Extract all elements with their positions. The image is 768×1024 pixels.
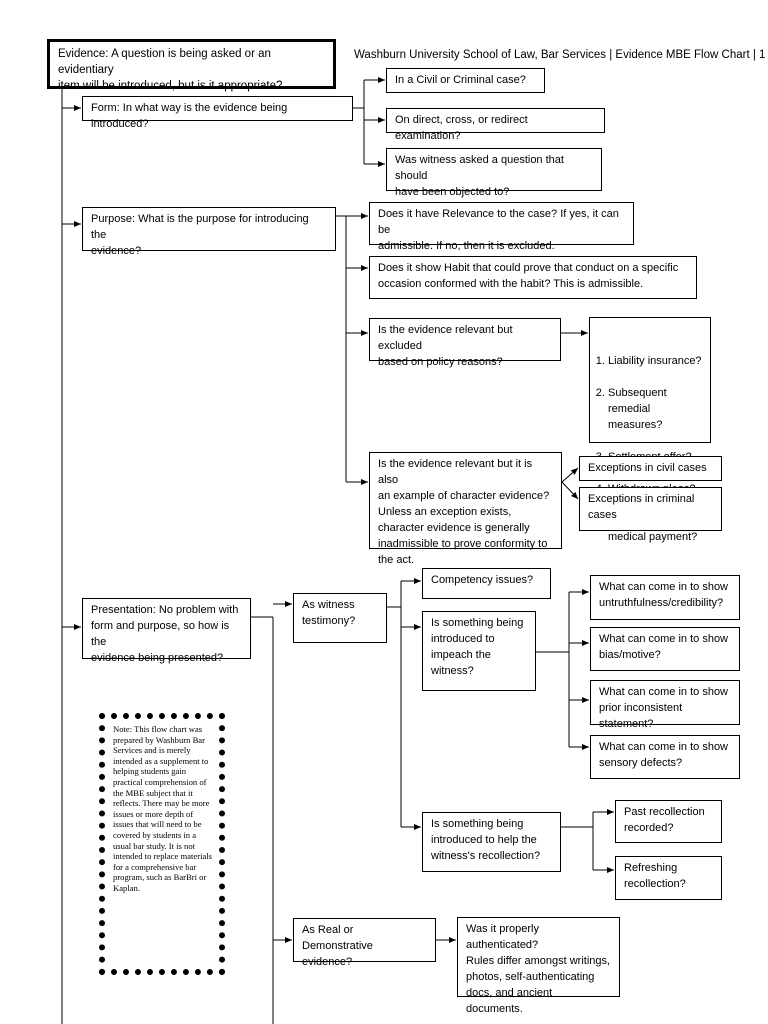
character-evidence-box: Is the evidence relevant but it is also … (369, 452, 562, 566)
impeach-box: Is something being introduced to impeach… (422, 611, 536, 691)
objection-question-box: Was witness asked a question that should… (386, 148, 602, 198)
authentication-box: Was it properly authenticated? Rules dif… (457, 917, 620, 1015)
presentation-box: Presentation: No problem with form and p… (82, 598, 251, 664)
prior-inconsistent-box: What can come in to show prior inconsist… (590, 680, 740, 730)
examination-type-box: On direct, cross, or redirect examinatio… (386, 108, 605, 142)
competency-box: Competency issues? (422, 568, 551, 599)
purpose-box: Purpose: What is the purpose for introdu… (82, 207, 336, 257)
page-header: Washburn University School of Law, Bar S… (354, 49, 766, 61)
disclaimer-note: Note: This flow chart was prepared by Wa… (99, 713, 225, 975)
policy-exclusion-box: Is the evidence relevant but excluded ba… (369, 318, 561, 368)
civil-exceptions-box: Exceptions in civil cases (579, 456, 722, 481)
list-item: Liability insurance? (608, 353, 704, 369)
relevance-box: Does it have Relevance to the case? If y… (369, 202, 634, 252)
civil-criminal-box: In a Civil or Criminal case? (386, 68, 545, 93)
refreshing-recollection-box: Refreshing recollection? (615, 856, 722, 900)
real-demonstrative-box: As Real or Demonstrative evidence? (293, 918, 436, 968)
sensory-defects-box: What can come in to show sensory defects… (590, 735, 740, 779)
untruthfulness-box: What can come in to show untruthfulness/… (590, 575, 740, 620)
form-box: Form: In what way is the evidence being … (82, 96, 353, 130)
witness-testimony-box: As witness testimony? (293, 593, 387, 643)
criminal-exceptions-box: Exceptions in criminal cases (579, 487, 722, 531)
habit-box: Does it show Habit that could prove that… (369, 256, 697, 299)
past-recollection-box: Past recollection recorded? (615, 800, 722, 843)
policy-reasons-list-box: Liability insurance? Subsequent remedial… (589, 317, 711, 543)
root-evidence-box: Evidence: A question is being asked or a… (47, 39, 336, 92)
bias-motive-box: What can come in to show bias/motive? (590, 627, 740, 671)
recollection-box: Is something being introduced to help th… (422, 812, 561, 872)
list-item: Subsequent remedial measures? (608, 385, 704, 433)
